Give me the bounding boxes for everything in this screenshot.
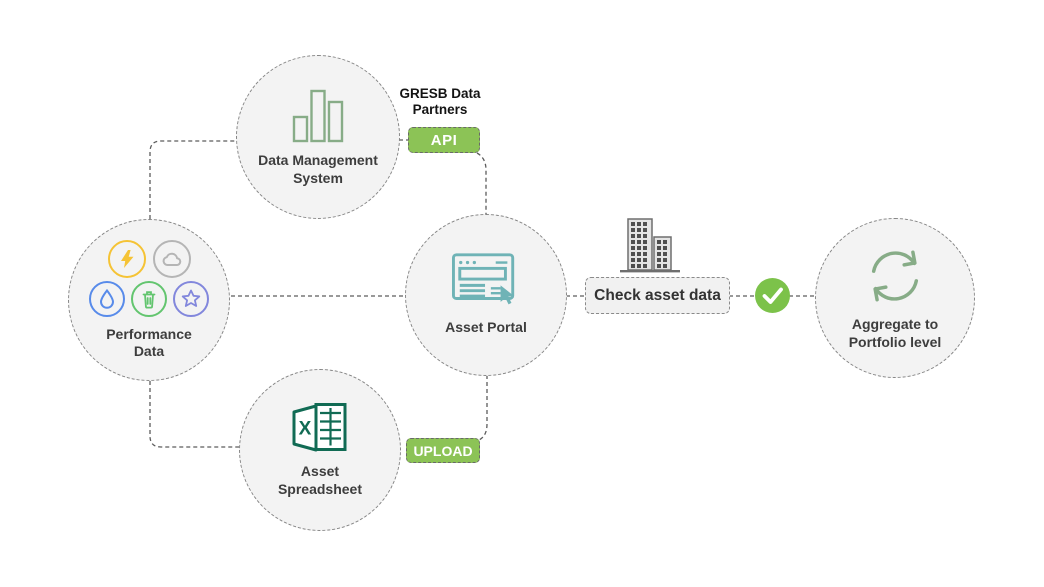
node-label-data-management-system: Data Management System [258,152,378,186]
refresh-cycle-icon [871,250,919,302]
api-badge-label: API [430,131,458,149]
water-drop-icon [89,280,125,317]
node-asset-portal: Asset Portal [405,214,567,376]
connector-performance-to-spreadsheet [149,381,240,448]
node-label-asset-spreadsheet: Asset Spreadsheet [277,463,363,497]
star-icon [173,280,209,317]
performance-icon-cluster [89,239,209,317]
check-asset-data-label: Check asset data [594,286,721,304]
checkmark-glyph [762,287,783,304]
node-asset-spreadsheet: X Asset Spreadsheet [239,369,401,531]
upload-badge-label: UPLOAD [413,442,473,459]
upload-badge: UPLOAD [406,438,480,463]
excel-spreadsheet-icon: X [292,403,347,452]
bar-chart-icon [292,89,344,143]
browser-cursor-icon [452,253,515,305]
cloud-icon [152,239,191,278]
trash-bin-icon [131,280,167,317]
performance-icon-row-1 [107,239,191,278]
api-badge: API [408,127,480,153]
node-aggregate-portfolio: Aggregate to Portfolio level [815,218,975,378]
gresb-data-partners-label: GRESB Data Partners [399,86,481,118]
node-label-performance-data: Performance Data [106,325,192,360]
check-asset-data-box: Check asset data [585,277,730,314]
checkmark-icon [755,278,790,313]
connector-performance-to-dms [149,140,237,219]
node-label-asset-portal: Asset Portal [445,319,527,336]
connector-api-to-portal [476,152,487,215]
performance-icon-row-2 [89,280,209,317]
lightning-icon [107,239,146,278]
svg-text:X: X [299,419,312,440]
building-icon [620,218,680,273]
node-label-aggregate-portfolio: Aggregate to Portfolio level [848,316,942,350]
node-performance-data: Performance Data [68,219,230,381]
connector-portal-to-upload [478,375,488,441]
node-data-management-system: Data Management System [236,55,400,219]
